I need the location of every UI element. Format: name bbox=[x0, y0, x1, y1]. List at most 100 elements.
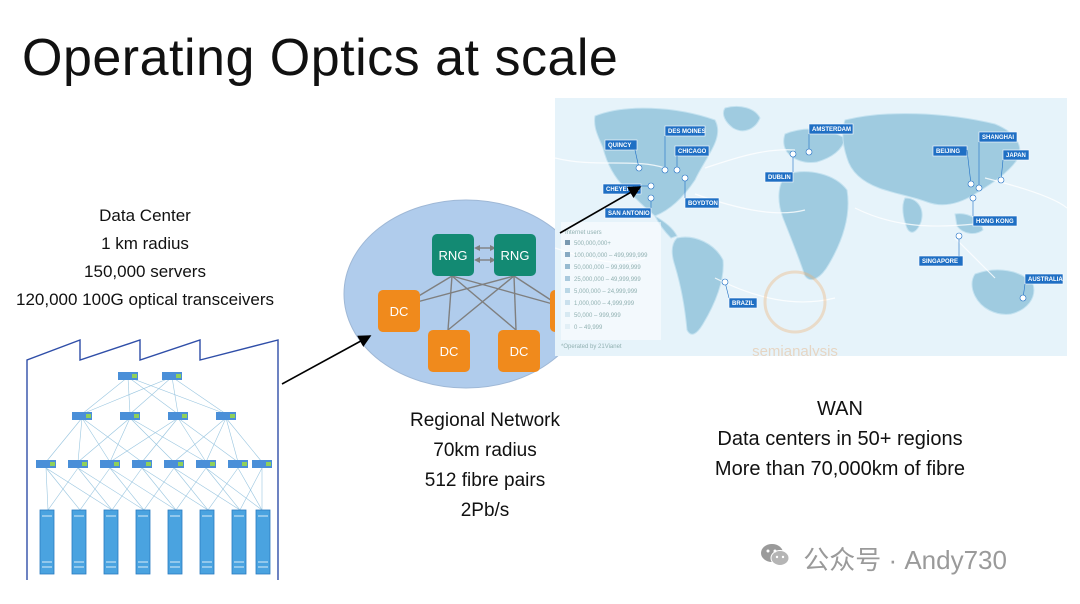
aggregation-switch bbox=[72, 412, 92, 420]
svg-text:AMSTERDAM: AMSTERDAM bbox=[812, 127, 851, 133]
city-beijing: BEIJING bbox=[932, 145, 975, 188]
network-links bbox=[45, 376, 263, 511]
city-san-antonio: SAN ANTONIO bbox=[604, 194, 655, 219]
legend-item: 0 – 49,999 bbox=[574, 325, 603, 331]
semianalysis-logo: semianalysis bbox=[752, 270, 838, 356]
city-markers: QUINCY DES MOINES CHICAGO CHEYENNE SAN A… bbox=[602, 123, 1063, 309]
regional-network-line: 512 fibre pairs bbox=[424, 470, 546, 491]
aggregation-switch bbox=[216, 412, 236, 420]
city-boydton: BOYDTON bbox=[681, 174, 720, 209]
australia bbox=[971, 269, 1035, 315]
svg-text:HONG KONG: HONG KONG bbox=[976, 219, 1014, 225]
city-brazil: BRAZIL bbox=[721, 278, 758, 309]
legend-item: 1,000,000 – 4,999,999 bbox=[574, 301, 635, 307]
central-america bbox=[653, 214, 678, 239]
city-des-moines: DES MOINES bbox=[661, 125, 706, 174]
wan-caption: WAN Data centers in 50+ regions More tha… bbox=[660, 394, 1020, 484]
legend-title: Internet users bbox=[565, 230, 602, 236]
server-racks bbox=[39, 509, 271, 575]
rack-details bbox=[42, 515, 268, 568]
dc-label: DC bbox=[440, 344, 459, 359]
svg-text:DES MOINES: DES MOINES bbox=[668, 129, 706, 135]
tor-switch bbox=[228, 460, 248, 468]
svg-text:SINGAPORE: SINGAPORE bbox=[922, 259, 958, 265]
city-hong-kong: HONG KONG bbox=[969, 194, 1018, 227]
city-quincy: QUINCY bbox=[604, 139, 643, 172]
rng-node: RNG bbox=[432, 234, 474, 276]
data-center-line: 150,000 servers bbox=[84, 262, 206, 281]
city-australia: AUSTRALIA bbox=[1019, 273, 1063, 302]
svg-text:DUBLIN: DUBLIN bbox=[768, 175, 791, 181]
server-rack bbox=[71, 509, 87, 575]
regional-network-line: 2Pb/s bbox=[460, 500, 510, 521]
legend-item: 50,000 – 999,999 bbox=[574, 313, 621, 319]
svg-text:QUINCY: QUINCY bbox=[608, 143, 631, 149]
server-rack bbox=[199, 509, 215, 575]
city-cheyenne: CHEYENNE bbox=[602, 182, 655, 195]
server-rack bbox=[103, 509, 119, 575]
brand-text: semianalysis bbox=[752, 343, 838, 356]
svg-text:CHEYENNE: CHEYENNE bbox=[606, 187, 639, 193]
legend-item: 50,000,000 – 99,999,999 bbox=[574, 265, 641, 271]
city-dublin: DUBLIN bbox=[764, 150, 797, 183]
fiber-links bbox=[401, 247, 561, 331]
tor-switch bbox=[36, 460, 56, 468]
spine-switch bbox=[118, 372, 138, 380]
aggregation-switch bbox=[120, 412, 140, 420]
city-singapore: SINGAPORE bbox=[918, 232, 964, 267]
svg-text:BOYDTON: BOYDTON bbox=[688, 201, 718, 207]
dc-node: DC bbox=[498, 330, 540, 372]
map-legend: Internet users 500,000,000+ 100,000,000 … bbox=[561, 222, 661, 350]
data-center-heading: Data Center bbox=[99, 206, 191, 225]
svg-text:JAPAN: JAPAN bbox=[1006, 153, 1026, 159]
regional-network-caption: Regional Network 70km radius 512 fibre p… bbox=[365, 406, 605, 526]
svg-text:CHICAGO: CHICAGO bbox=[678, 149, 707, 155]
data-center-line: 1 km radius bbox=[101, 234, 189, 253]
tor-switch bbox=[68, 460, 88, 468]
south-america bbox=[671, 236, 724, 335]
page-title: Operating Optics at scale bbox=[22, 29, 619, 87]
datacenter-building-illustration bbox=[26, 338, 279, 580]
svg-text:BEIJING: BEIJING bbox=[936, 149, 960, 155]
wan-line: More than 70,000km of fibre bbox=[714, 458, 966, 480]
africa bbox=[778, 171, 849, 280]
regional-network-line: 70km radius bbox=[433, 440, 537, 461]
arrow-dc-to-region bbox=[281, 335, 372, 385]
server-rack bbox=[39, 509, 55, 575]
spine-switch bbox=[162, 372, 182, 380]
switch-ports bbox=[50, 374, 271, 466]
city-chicago: CHICAGO bbox=[673, 145, 710, 174]
dc-label: DC bbox=[390, 304, 409, 319]
tor-switch bbox=[164, 460, 184, 468]
watermark-text: 公众号 · Andy730 bbox=[803, 545, 1007, 575]
rng-label: RNG bbox=[501, 248, 530, 263]
asia bbox=[842, 113, 1021, 206]
svg-text:BRAZIL: BRAZIL bbox=[732, 301, 754, 307]
svg-text:SAN ANTONIO: SAN ANTONIO bbox=[608, 211, 650, 217]
tor-switch bbox=[100, 460, 120, 468]
dc-node: DC bbox=[428, 330, 470, 372]
legend-item: 5,000,000 – 24,999,999 bbox=[574, 289, 638, 295]
svg-text:SHANGHAI: SHANGHAI bbox=[982, 135, 1014, 141]
wechat-icon bbox=[760, 542, 790, 575]
legend-item: 100,000,000 – 499,999,999 bbox=[574, 253, 648, 259]
dc-label: DC bbox=[510, 344, 529, 359]
server-rack bbox=[231, 509, 247, 575]
wan-heading: WAN bbox=[817, 398, 863, 420]
arrow-region-to-wan bbox=[559, 186, 642, 234]
regional-network-heading: Regional Network bbox=[410, 410, 560, 431]
aggregation-switch bbox=[168, 412, 188, 420]
city-japan: JAPAN bbox=[997, 149, 1030, 184]
legend-note: *Operated by 21Vianet bbox=[561, 344, 622, 350]
building-outline bbox=[26, 338, 279, 580]
data-center-caption: Data Center 1 km radius 150,000 servers … bbox=[0, 202, 290, 314]
rng-node: RNG bbox=[494, 234, 536, 276]
city-amsterdam: AMSTERDAM bbox=[805, 123, 854, 156]
dc-node: DC bbox=[378, 290, 420, 332]
wan-world-map: Internet users 500,000,000+ 100,000,000 … bbox=[555, 98, 1067, 356]
server-rack bbox=[255, 509, 271, 575]
server-rack bbox=[167, 509, 183, 575]
rng-label: RNG bbox=[439, 248, 468, 263]
data-center-line: 120,000 100G optical transceivers bbox=[16, 290, 274, 309]
